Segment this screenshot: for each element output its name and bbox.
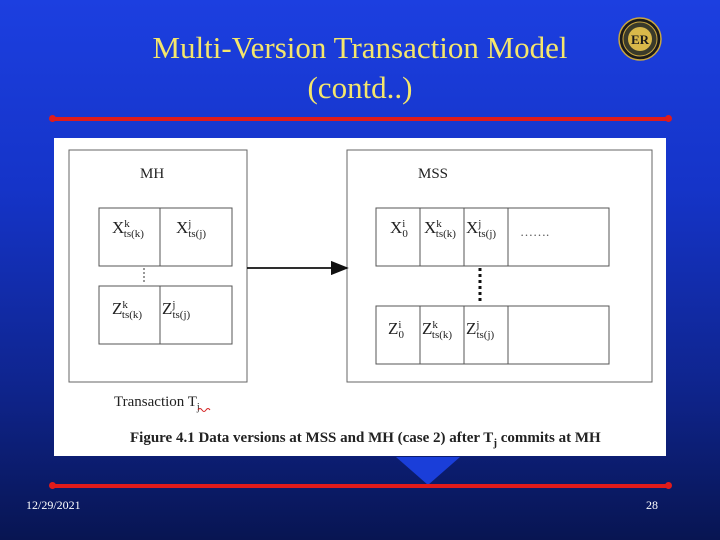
mh-label: MH <box>140 166 164 182</box>
slide-page-number: 28 <box>646 498 658 512</box>
logo-text: ER <box>631 32 650 47</box>
transaction-label: Transaction Tj <box>114 394 200 413</box>
slide-date: 12/29/2021 <box>26 498 81 512</box>
mss-row-x <box>375 207 610 267</box>
figure-caption: Figure 4.1 Data versions at MSS and MH (… <box>130 430 601 449</box>
slide-title-line1: Multi-Version Transaction Model <box>152 30 568 65</box>
mh-row-x <box>98 207 233 267</box>
mss-label: MSS <box>418 166 448 182</box>
top-divider <box>49 115 672 122</box>
slide-title: Multi-Version Transaction Model (contd..… <box>60 28 660 108</box>
svg-text:Zi0: Zi0 <box>388 319 404 341</box>
svg-text:Xi0: Xi0 <box>390 218 408 240</box>
pointer-triangle <box>396 457 460 485</box>
bottom-divider <box>49 482 672 489</box>
mh-box <box>68 149 248 383</box>
spellcheck-squiggle <box>197 408 211 412</box>
mss-row-z <box>375 305 610 365</box>
mss-row-x-more: ……. <box>520 224 549 239</box>
mh-row-z <box>98 285 233 345</box>
slide-title-line2: (contd..) <box>307 70 413 105</box>
university-logo-icon: ER <box>618 17 662 61</box>
